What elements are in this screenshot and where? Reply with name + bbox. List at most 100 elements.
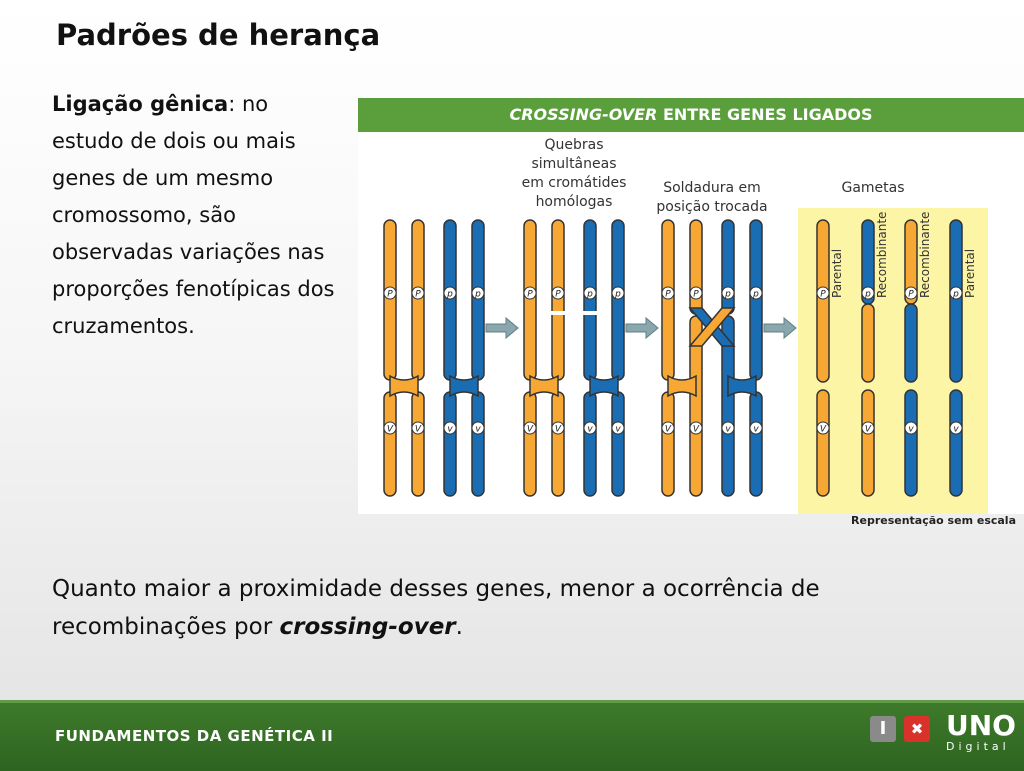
- gamete-label-1: Recombinante: [875, 212, 889, 298]
- allele-bottom-0-0-marker: [383, 421, 397, 435]
- allele-bottom-1-0: V: [527, 425, 534, 435]
- allele-bottom-0-2: v: [447, 425, 453, 435]
- stage-label-breaks-line4: homólogas: [535, 194, 613, 210]
- footer-course-label: FUNDAMENTOS DA GENÉTICA II: [55, 727, 334, 745]
- centromere-2-b: [727, 374, 757, 398]
- chromatid-0-1-lower: [411, 391, 425, 497]
- allele-bottom-1-2-marker: [583, 421, 597, 435]
- gamete-1-mid: [861, 303, 875, 383]
- allele-top-0-2: p: [446, 290, 453, 300]
- chromatid-0-2-upper: [443, 219, 457, 381]
- stage-label-rejoin-line1: Soldadura em: [663, 180, 761, 196]
- centromere-0-b: [449, 374, 479, 398]
- chromatid-0-0-upper: [383, 219, 397, 381]
- allele-top-1-1-marker: [551, 286, 565, 300]
- figure-header: CROSSING-OVER ENTRE GENES LIGADOS: [358, 98, 1024, 132]
- stage-arrow-0: [485, 316, 519, 340]
- chromatid-1-1-upper: [551, 219, 565, 381]
- gamete-1-lower: [861, 389, 875, 497]
- gamete-label-2: Recombinante: [918, 212, 932, 298]
- logo-uno: UNO: [946, 709, 1016, 742]
- gamete-allele-top-0-marker: [816, 286, 830, 300]
- gamete-2-lower: [904, 389, 918, 497]
- summary-term: crossing-over: [279, 614, 456, 640]
- chromatid-0-3-lower: [471, 391, 485, 497]
- gamete-allele-bottom-0: V: [820, 425, 827, 435]
- allele-top-1-0-marker: [523, 286, 537, 300]
- allele-top-2-3-marker: [749, 286, 763, 300]
- allele-top-1-2-marker: [583, 286, 597, 300]
- allele-bottom-0-2-marker: [443, 421, 457, 435]
- chromatid-2-1-upper: [689, 219, 703, 315]
- gamete-0-lower: [816, 389, 830, 497]
- chromatid-1-1-lower: [551, 391, 565, 497]
- chromatid-2-2-upper: [721, 219, 735, 315]
- stage-label-breaks-line3: em cromátides: [521, 175, 627, 191]
- allele-top-2-1-marker: [689, 286, 703, 300]
- chromatid-0-0-lower: [383, 391, 397, 497]
- gamete-allele-top-1-marker: [861, 286, 875, 300]
- stage-label-breaks: Quebras simultâneas em cromátides homólo…: [504, 136, 644, 212]
- allele-bottom-0-0: V: [387, 425, 394, 435]
- allele-bottom-2-1: V: [693, 425, 700, 435]
- stage-label-breaks-line2: simultâneas: [531, 156, 617, 172]
- chromatid-2-3-upper: [749, 219, 763, 381]
- allele-top-2-0-marker: [661, 286, 675, 300]
- linkage-description: : no estudo de dois ou mais genes de um …: [52, 92, 335, 338]
- allele-top-0-1: P: [415, 290, 421, 300]
- allele-top-0-0: P: [387, 290, 393, 300]
- allele-bottom-0-1-marker: [411, 421, 425, 435]
- chromatid-0-1-upper: [411, 219, 425, 381]
- logo-i-icon: I: [870, 716, 896, 742]
- gamete-allele-top-2-marker: [904, 286, 918, 300]
- allele-top-1-0: P: [527, 290, 533, 300]
- gamete-allele-top-2: P: [908, 290, 914, 300]
- chromatid-2-3-lower: [749, 391, 763, 497]
- gamete-allele-bottom-1-marker: [861, 421, 875, 435]
- allele-top-0-3-marker: [471, 286, 485, 300]
- gamete-allele-top-3-marker: [949, 286, 963, 300]
- chromatid-2-0-upper: [661, 219, 675, 381]
- allele-top-2-3: p: [752, 290, 759, 300]
- figure-header-rest: ENTRE GENES LIGADOS: [657, 105, 873, 124]
- crossing-over-figure: CROSSING-OVER ENTRE GENES LIGADOS Quebra…: [358, 98, 1024, 514]
- stage-label-breaks-line1: Quebras: [544, 137, 604, 153]
- allele-top-1-3-marker: [611, 286, 625, 300]
- allele-bottom-1-3: v: [615, 425, 621, 435]
- allele-top-2-2: p: [724, 290, 731, 300]
- gamete-3-upper: [949, 219, 963, 383]
- gamete-0-upper: [816, 219, 830, 383]
- centromere-0-a: [389, 374, 419, 398]
- allele-top-1-2: p: [586, 290, 593, 300]
- scale-caption: Representação sem escala: [851, 514, 1016, 527]
- allele-bottom-1-3-marker: [611, 421, 625, 435]
- allele-top-0-1-marker: [411, 286, 425, 300]
- gamete-allele-bottom-2-marker: [904, 421, 918, 435]
- allele-bottom-2-0: V: [665, 425, 672, 435]
- allele-top-0-0-marker: [383, 286, 397, 300]
- allele-top-2-2-marker: [721, 286, 735, 300]
- crossover-strand-2-b: [688, 307, 736, 347]
- page-title: Padrões de herança: [56, 18, 381, 52]
- chromatid-1-2-upper: [583, 219, 597, 381]
- centromere-1-b: [589, 374, 619, 398]
- chromatid-1-0-upper: [523, 219, 537, 381]
- allele-bottom-2-2-marker: [721, 421, 735, 435]
- chromatid-1-3-lower: [611, 391, 625, 497]
- linkage-term: Ligação gênica: [52, 92, 229, 116]
- centromere-1-a: [529, 374, 559, 398]
- footer-bar: FUNDAMENTOS DA GENÉTICA II: [0, 700, 1024, 771]
- gamete-label-3: Parental: [963, 249, 977, 298]
- gamete-allele-top-3: p: [952, 290, 959, 300]
- allele-top-1-3: p: [614, 290, 621, 300]
- summary-before: Quanto maior a proximidade desses genes,…: [52, 576, 820, 640]
- gamete-allele-top-1: p: [864, 290, 871, 300]
- stage-arrow-1: [625, 316, 659, 340]
- linkage-definition: Ligação gênica: no estudo de dois ou mai…: [52, 86, 342, 345]
- stage-label-rejoin: Soldadura em posição trocada: [642, 179, 782, 217]
- gamete-allele-bottom-3: v: [953, 425, 959, 435]
- summary-after: .: [455, 614, 463, 640]
- gamete-label-0: Parental: [830, 249, 844, 298]
- stage-label-gametes: Gametas: [841, 180, 905, 196]
